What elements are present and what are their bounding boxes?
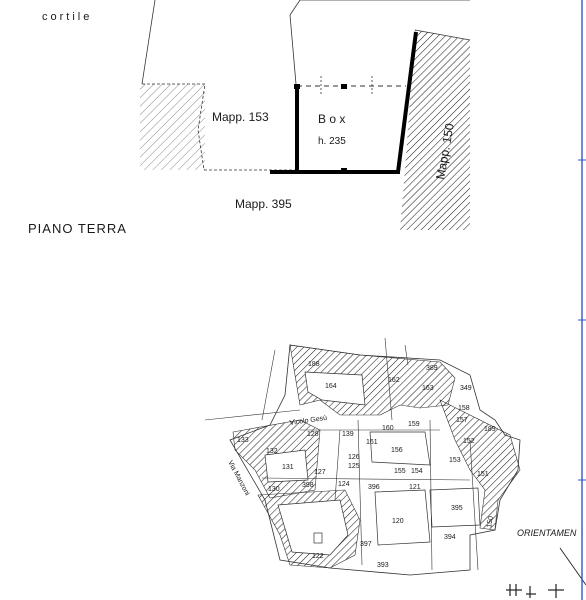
parcel-163-label: 163	[422, 385, 434, 392]
parcel-155-label: 155	[394, 468, 406, 475]
parcel-139-label: 139	[342, 431, 354, 438]
parcel-162-label: 162	[388, 377, 400, 384]
parcel-133-label: 133	[237, 437, 249, 444]
parcel-130-label: 130	[268, 486, 280, 493]
unit-122-court	[277, 499, 349, 556]
street-via-manzoni: Via Manzoni	[226, 460, 250, 498]
parcel-153-outline	[142, 83, 295, 171]
parcel-153-cadastral-label: 153	[449, 457, 461, 464]
parcel-125-label: 125	[348, 463, 360, 470]
parcel-394-label: 394	[444, 534, 456, 541]
parcel-396-label: 396	[368, 484, 380, 491]
unit-131	[264, 449, 309, 483]
parcel-124-label: 124	[338, 481, 350, 488]
parcel-150-cadastral-label: 150	[486, 516, 495, 529]
parcel-131-label: 131	[282, 464, 294, 471]
parcel-156-label: 156	[391, 447, 403, 454]
parcel-128-label: 128	[307, 431, 319, 438]
parcel-120-label: 120	[392, 518, 404, 525]
parcel-154-label: 154	[411, 468, 423, 475]
parcel-lines	[204, 337, 479, 571]
box-pillar-b	[341, 84, 347, 89]
parcel-151-label: 151	[477, 471, 489, 478]
parcel-152-label: 152	[463, 438, 475, 445]
box-pillar-a	[294, 84, 300, 89]
box-wall-right	[396, 31, 418, 173]
parcel-389-label: 389	[426, 365, 438, 372]
parcel-189-label: 189	[484, 426, 496, 433]
unit-164	[304, 371, 366, 406]
parcel-164-label: 164	[325, 383, 337, 390]
unit-156	[369, 431, 431, 466]
wall-hatch-left	[140, 84, 205, 170]
scale-symbol	[506, 584, 564, 598]
parcel-157-label: 157	[456, 417, 468, 424]
parcel-393-label: 393	[377, 562, 389, 569]
ground-floor-plan: cortile Mapp. 153 B o x h. 235 Mapp. 150…	[28, 0, 471, 236]
parcel-labels: 188 389 164 162 163 349 158 157 189 152 …	[237, 361, 496, 569]
parcel-158-label: 158	[458, 405, 470, 412]
sheet-margin	[578, 0, 586, 600]
parcel-159-label: 159	[408, 421, 420, 428]
floor-label: PIANO TERRA	[28, 221, 127, 236]
parcel-161-label: 161	[366, 439, 378, 446]
parcel-127-label: 127	[314, 469, 326, 476]
box-title: B o x	[318, 112, 345, 126]
parcel-188-label: 188	[308, 361, 320, 368]
parcel-126-label: 126	[348, 454, 360, 461]
site-line-left	[141, 0, 156, 85]
wall-hatch-top-edge	[414, 29, 471, 41]
box-height: h. 235	[318, 136, 346, 147]
parcel-397-label: 397	[360, 541, 372, 548]
parcel-398-label: 398	[302, 482, 314, 489]
parcel-160-label: 160	[382, 425, 394, 432]
parcel-132-label: 132	[266, 448, 278, 455]
cadastral-extract: 188 389 164 162 163 349 158 157 189 152 …	[204, 337, 586, 598]
courtyard-label: cortile	[42, 11, 92, 23]
wall-hatch-right	[400, 30, 470, 230]
parcel-121-label: 121	[409, 484, 421, 491]
parcel-395-cadastral-label: 395	[451, 505, 463, 512]
hatch-east-strip	[439, 399, 521, 531]
stair-symbol	[313, 532, 323, 544]
box-pillar-c	[341, 168, 347, 173]
parcel-122-label: 122	[312, 553, 324, 560]
parcel-395-label: Mapp. 395	[235, 197, 292, 211]
parcel-153-label: Mapp. 153	[212, 110, 269, 124]
site-line-middle	[289, 0, 301, 85]
parcel-349-label: 349	[460, 385, 472, 392]
orientation-label: ORIENTAMEN	[517, 528, 577, 538]
unit-120	[374, 489, 431, 546]
